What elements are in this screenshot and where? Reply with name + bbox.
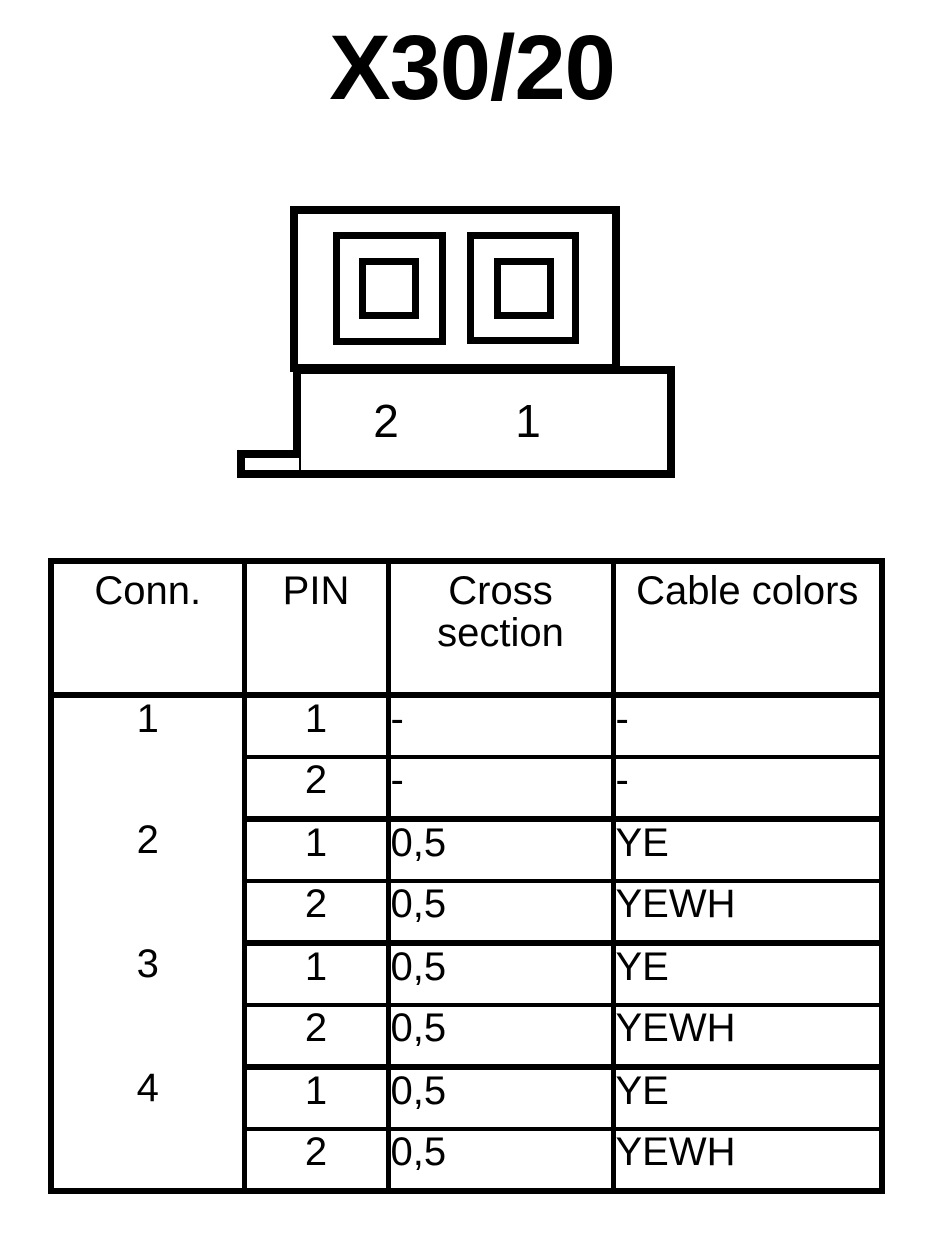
table-header-row: Conn. PIN Cross section Cable colors [48, 561, 885, 698]
cell-cable-colors: YEWH [610, 881, 885, 946]
cell-cross-section: 0,5 [385, 1005, 616, 1070]
connector-latch-tab [237, 450, 299, 478]
pin-number-label-2: 2 [373, 395, 399, 447]
cell-conn: 3 [48, 943, 247, 1067]
cell-cross-section: 0,5 [385, 1067, 616, 1131]
cell-pin: 2 [241, 1129, 391, 1191]
page-title: X30/20 [329, 17, 616, 119]
cell-pin: 1 [241, 1067, 391, 1131]
cell-conn: 2 [48, 819, 247, 943]
cell-cable-colors: YE [610, 1067, 885, 1131]
column-header-pin: PIN [241, 561, 391, 698]
cell-conn: 1 [48, 695, 247, 819]
table-row: 2 - - [51, 757, 885, 822]
cell-pin: 1 [241, 695, 391, 759]
table-row: 4 1 0,5 YE [48, 1067, 885, 1191]
cell-cable-colors: YE [610, 819, 885, 883]
cell-pin: 2 [241, 1005, 391, 1070]
column-header-cable-colors: Cable colors [610, 561, 885, 698]
cable-assignment-table: Conn. PIN Cross section Cable colors 1 1… [48, 558, 885, 1194]
table-row: 3 1 0,5 YE [48, 943, 885, 1067]
column-header-cross-section: Cross section [385, 561, 616, 698]
cell-cross-section: - [385, 757, 616, 822]
cell-cable-colors: - [610, 695, 885, 759]
table-row: 1 1 - - [48, 695, 885, 819]
connector-lower-housing [293, 366, 675, 478]
cell-pin: 2 [241, 881, 391, 946]
cell-cable-colors: YE [610, 943, 885, 1007]
cell-cable-colors: YEWH [610, 1129, 885, 1191]
cell-pin: 2 [241, 757, 391, 822]
cell-pin: 1 [241, 819, 391, 883]
cell-cross-section: 0,5 [385, 943, 616, 1007]
cell-cross-section: 0,5 [385, 1129, 616, 1191]
cable-table-container: Conn. PIN Cross section Cable colors 1 1… [48, 558, 885, 1194]
table-row: 2 0,5 YEWH [51, 1005, 885, 1070]
cell-cross-section: 0,5 [385, 819, 616, 883]
cell-cable-colors: YEWH [610, 1005, 885, 1070]
table-body: 1 1 - - 2 - - 2 1 0,5 YE 2 0,5 YEWH [48, 695, 885, 1191]
table-row: 2 0,5 YEWH [51, 1129, 885, 1191]
cell-cable-colors: - [610, 757, 885, 822]
column-header-conn: Conn. [48, 561, 247, 698]
cell-pin: 1 [241, 943, 391, 1007]
table-row: 2 0,5 YEWH [51, 881, 885, 946]
pin-cavity-inner-2 [359, 258, 419, 319]
pin-number-label-1: 1 [515, 395, 541, 447]
pin-cavity-inner-1 [494, 258, 554, 319]
cell-cross-section: - [385, 695, 616, 759]
connector-diagram: 2 1 [0, 0, 944, 520]
cell-cross-section: 0,5 [385, 881, 616, 946]
table-row: 2 1 0,5 YE [48, 819, 885, 943]
cell-conn: 4 [48, 1067, 247, 1191]
